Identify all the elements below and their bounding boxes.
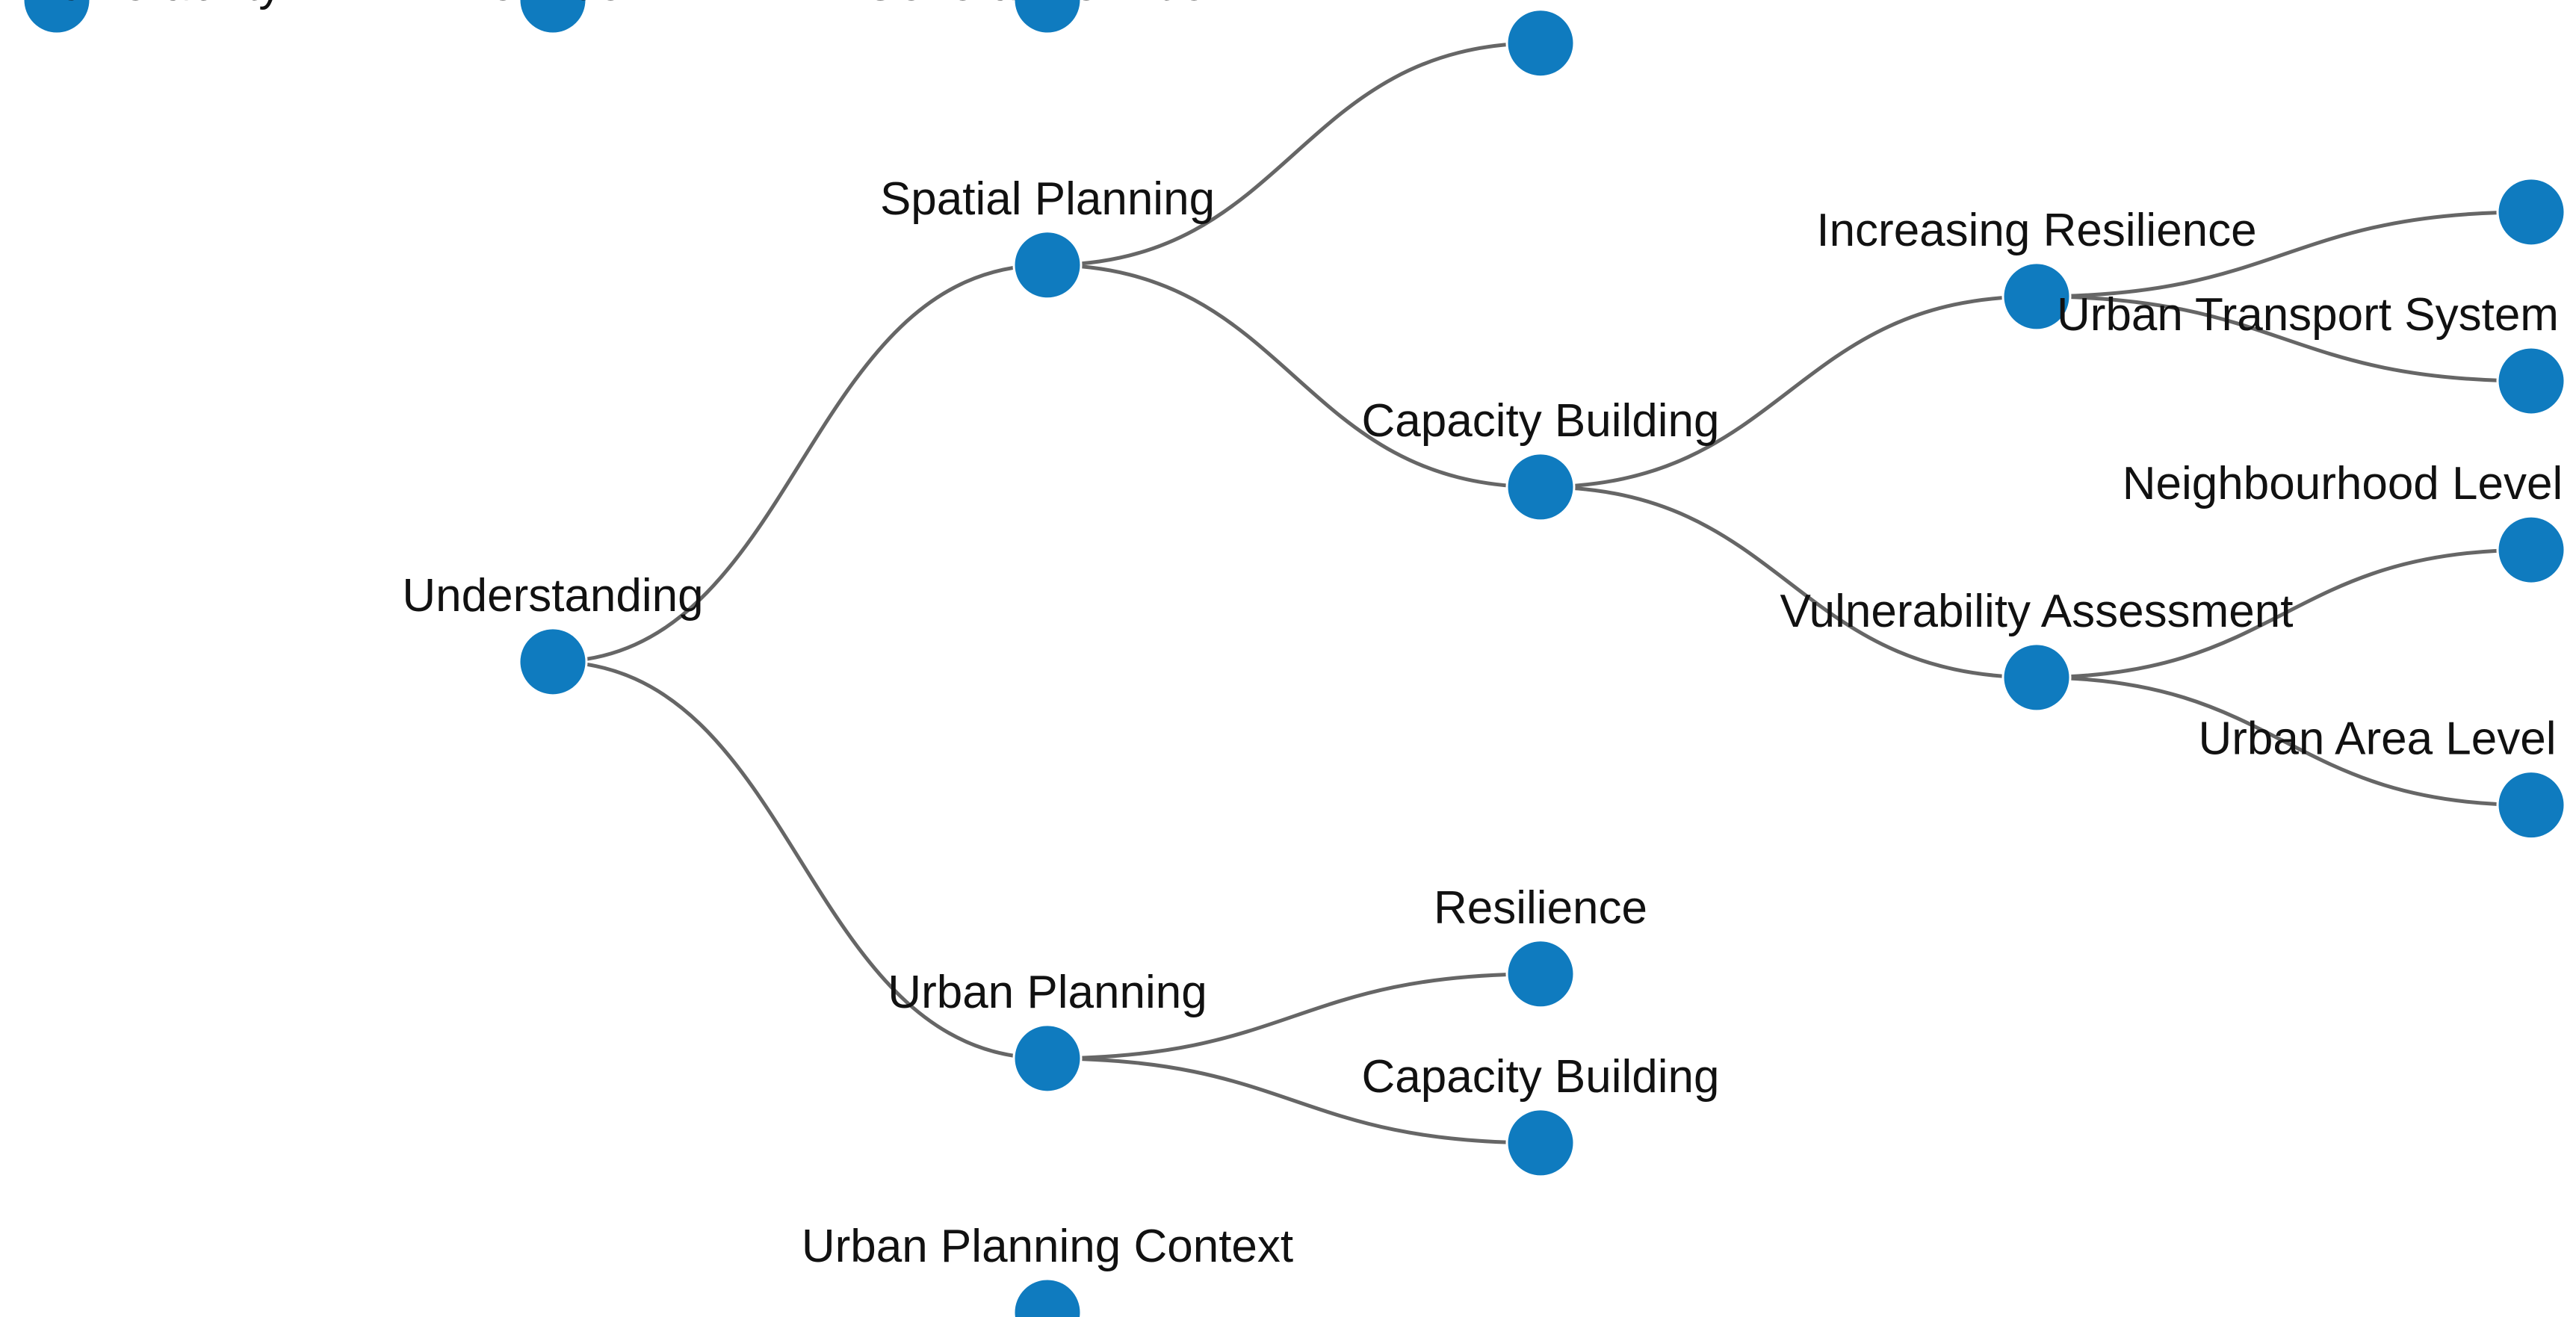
- node-label: Capacity Building: [1361, 1051, 1719, 1103]
- tree-node-resilience[interactable]: Resilience: [1434, 0, 1647, 78]
- link-spatial-planning-to-capacity-building: [1047, 263, 1541, 489]
- node-label: Vulnerability: [31, 0, 282, 10]
- link-increasing-resilience-to-leaf: [2036, 210, 2532, 299]
- node-circle[interactable]: [2496, 770, 2566, 840]
- tree-node-definition[interactable]: Definition: [456, 0, 649, 35]
- link-urban-planning-to-resilience: [1047, 972, 1541, 1061]
- node-circle[interactable]: [2496, 346, 2566, 416]
- node-circle[interactable]: [22, 0, 92, 35]
- link-spatial-planning-to-resilience: [1047, 41, 1541, 267]
- tree-node-neighbourhood-level[interactable]: Neighbourhood Level: [2123, 458, 2566, 585]
- node-label: Neighbourhood Level: [2123, 458, 2563, 509]
- node-label: Urban Planning Context: [802, 1221, 1293, 1272]
- tree-node-spatial-planning[interactable]: Spatial Planning: [880, 173, 1215, 300]
- link-understanding-to-urban-planning: [552, 660, 1048, 1061]
- tree-node-increasing-resilience[interactable]: Increasing Resilience: [1816, 205, 2257, 332]
- tree-node-understanding[interactable]: Understanding: [402, 570, 704, 697]
- link-vulnerability-assessment-to-urban-area-level: [2036, 675, 2532, 808]
- tree-node-urban-planning[interactable]: Urban Planning: [888, 967, 1207, 1094]
- node-label: Resilience: [1434, 882, 1647, 934]
- node-label: Resilience: [1434, 0, 1647, 3]
- node-circle[interactable]: [2496, 177, 2566, 247]
- tree-node-capacity-building[interactable]: Capacity Building: [1361, 1051, 1720, 1178]
- node-circle[interactable]: [1505, 452, 1576, 522]
- node-label: General Definition: [862, 0, 1233, 10]
- node-circle[interactable]: [1012, 1277, 1083, 1317]
- link-capacity-building-to-increasing-resilience: [1540, 294, 2037, 489]
- node-circle[interactable]: [1012, 0, 1083, 35]
- link-understanding-to-spatial-planning: [552, 263, 1048, 664]
- link-urban-planning-to-capacity-building: [1047, 1056, 1541, 1145]
- node-circle[interactable]: [1012, 1023, 1083, 1094]
- node-circle[interactable]: [518, 0, 588, 35]
- node-circle[interactable]: [1505, 8, 1576, 78]
- node-label: Definition: [456, 0, 649, 10]
- node-label: Capacity Building: [1361, 395, 1719, 447]
- tree-node-urban-planning-context[interactable]: Urban Planning Context: [802, 1221, 1293, 1317]
- node-label: Increasing Resilience: [1816, 205, 2256, 256]
- node-label: Spatial Planning: [880, 173, 1215, 225]
- link-capacity-building-to-vulnerability-assessment: [1540, 485, 2037, 680]
- node-circle[interactable]: [2001, 261, 2072, 332]
- tree-node-unlabeled-15[interactable]: [2496, 177, 2566, 247]
- tree-node-urban-area-level[interactable]: Urban Area Level: [2198, 713, 2566, 840]
- node-label: Urban Planning: [888, 967, 1207, 1018]
- tree-node-vulnerability[interactable]: Vulnerability: [22, 0, 282, 35]
- node-circle[interactable]: [1012, 230, 1083, 300]
- tree-node-vulnerability-assessment[interactable]: Vulnerability Assessment: [1780, 586, 2294, 713]
- tree-nodes: Vulnerability Definition General Definitio…: [22, 0, 2566, 1317]
- node-label: Understanding: [402, 570, 703, 622]
- node-circle[interactable]: [1505, 939, 1576, 1009]
- node-label: Vulnerability Assessment: [1780, 586, 2294, 637]
- node-circle[interactable]: [2001, 642, 2072, 713]
- node-label: Urban Transport System: [2057, 289, 2559, 341]
- tree-links: [552, 41, 2532, 1145]
- tree-node-resilience[interactable]: Resilience: [1434, 882, 1647, 1009]
- tree-node-general-definition[interactable]: General Definition: [862, 0, 1233, 35]
- node-circle[interactable]: [1505, 1108, 1576, 1178]
- node-circle[interactable]: [518, 627, 588, 697]
- tree-node-urban-transport-system[interactable]: Urban Transport System: [2057, 289, 2566, 416]
- link-vulnerability-assessment-to-neighbourhood-level: [2036, 548, 2532, 680]
- node-circle[interactable]: [2496, 515, 2566, 585]
- tree-node-capacity-building[interactable]: Capacity Building: [1361, 395, 1720, 522]
- node-label: Urban Area Level: [2198, 713, 2556, 765]
- link-increasing-resilience-to-urban-transport-system: [2036, 294, 2532, 383]
